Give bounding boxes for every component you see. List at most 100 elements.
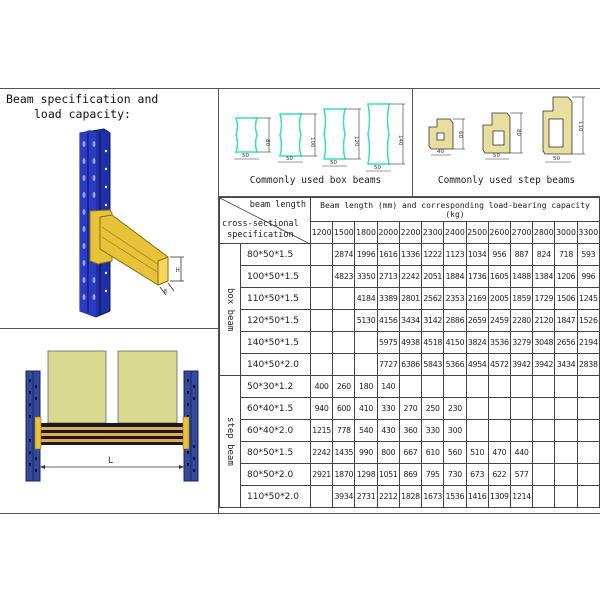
capacity-cell: 3389 [376, 287, 400, 310]
capacity-cell: 869 [398, 463, 423, 486]
capacity-cell: 1051 [376, 463, 400, 486]
cross-section-spec: 80*50*2.0 [240, 463, 311, 486]
capacity-cell: 1828 [398, 485, 423, 508]
capacity-cell: 4823 [332, 265, 356, 288]
capacity-cell: 730 [443, 463, 467, 486]
capacity-cell [554, 463, 578, 486]
capacity-cell: 956 [487, 243, 511, 266]
capacity-cell [532, 375, 556, 398]
box-profile-1-height: 80 [264, 139, 270, 146]
capacity-cell: 1605 [487, 265, 511, 288]
cross-section-spec: 110*50*1.5 [240, 287, 311, 310]
upright-with-beam-illustration: H B [79, 128, 184, 318]
cross-section-spec: 140*50*1.5 [240, 331, 311, 354]
capacity-cell: 560 [443, 441, 467, 464]
length-col-header: 2500 [465, 221, 489, 244]
capacity-cell: 1996 [354, 243, 378, 266]
step-beam-profiles: 40 60 50 80 50 110 [428, 96, 585, 163]
capacity-cell: 4150 [443, 331, 467, 354]
title-line-2: load capacity: [34, 107, 131, 121]
length-col-header: 2800 [532, 221, 556, 244]
cross-section-spec: 80*50*1.5 [240, 441, 311, 464]
capacity-cell: 2731 [354, 485, 378, 508]
capacity-cell: 940 [309, 397, 334, 420]
length-col-header: 2300 [421, 221, 445, 244]
capacity-cell [487, 397, 511, 420]
capacity-cell [576, 419, 600, 442]
capacity-cell [554, 485, 578, 508]
capacity-cell: 2280 [509, 309, 534, 332]
capacity-cell: 1736 [465, 265, 489, 288]
step-profile-3-height: 110 [577, 121, 583, 132]
capacity-cell [532, 485, 556, 508]
capacity-cell [309, 243, 334, 266]
capacity-cell [309, 331, 334, 354]
capacity-cell [354, 331, 378, 354]
capacity-cell: 5843 [421, 353, 445, 376]
capacity-cell [509, 397, 534, 420]
capacity-cell: 400 [309, 375, 334, 398]
capacity-cell [465, 375, 489, 398]
corner-cross-section: cross-sectional specification [222, 219, 299, 241]
capacity-cell: 4184 [354, 287, 378, 310]
capacity-cell: 996 [576, 265, 600, 288]
capacity-cell [332, 331, 356, 354]
capacity-cell: 2051 [421, 265, 445, 288]
capacity-cell: 5366 [443, 353, 467, 376]
capacity-cell [309, 309, 334, 332]
dim-l-label: L [108, 456, 113, 466]
capacity-cell [465, 419, 489, 442]
capacity-cell: 2801 [398, 287, 423, 310]
beam-group-label: box beam [219, 243, 241, 376]
capacity-cell: 7727 [376, 353, 400, 376]
capacity-cell: 2562 [421, 287, 445, 310]
upright-beam-panel: Beam specification and load capacity: [0, 89, 218, 329]
capacity-cell [532, 463, 556, 486]
capacity-cell: 2194 [576, 331, 600, 354]
capacity-cell: 5975 [376, 331, 400, 354]
box-profile-3-width: 50 [330, 160, 337, 166]
length-col-header: 1800 [354, 221, 378, 244]
capacity-cell: 1859 [509, 287, 534, 310]
capacity-cell: 2459 [487, 309, 511, 332]
capacity-cell: 4156 [376, 309, 400, 332]
title-line-1: Beam specification and [6, 92, 159, 106]
cross-section-spec: 120*50*1.5 [240, 309, 311, 332]
cross-section-spec: 110*50*2.0 [240, 485, 311, 508]
capacity-cell: 2921 [309, 463, 334, 486]
box-profile-2-width: 50 [286, 156, 293, 162]
capacity-cell [332, 353, 356, 376]
length-col-header: 3300 [576, 221, 600, 244]
capacity-cell: 800 [376, 441, 400, 464]
capacity-cell [554, 441, 578, 464]
capacity-cell: 1222 [421, 243, 445, 266]
capacity-cell: 1214 [509, 485, 534, 508]
capacity-cell: 2838 [576, 353, 600, 376]
capacity-cell: 410 [354, 397, 378, 420]
capacity-cell [576, 375, 600, 398]
table-main-header: Beam length (mm) and corresponding load-… [310, 197, 600, 222]
capacity-cell: 3434 [398, 309, 423, 332]
capacity-cell [465, 397, 489, 420]
capacity-cell [554, 397, 578, 420]
capacity-cell: 1416 [465, 485, 489, 508]
capacity-cell [576, 441, 600, 464]
capacity-cell: 795 [421, 463, 445, 486]
capacity-cell: 2874 [332, 243, 356, 266]
step-profile-2-height: 80 [515, 129, 521, 136]
capacity-cell: 1206 [554, 265, 578, 288]
length-col-header: 2600 [487, 221, 511, 244]
capacity-cell [332, 287, 356, 310]
capacity-cell: 887 [509, 243, 534, 266]
rack-front-panel: L [0, 329, 218, 515]
dim-h-label: H [176, 267, 180, 274]
capacity-cell [354, 353, 378, 376]
box-beams-caption: Commonly used box beams [249, 175, 382, 186]
cross-section-spec: 60*40*1.5 [240, 397, 311, 420]
capacity-cell: 3142 [421, 309, 445, 332]
capacity-cell: 1336 [398, 243, 423, 266]
